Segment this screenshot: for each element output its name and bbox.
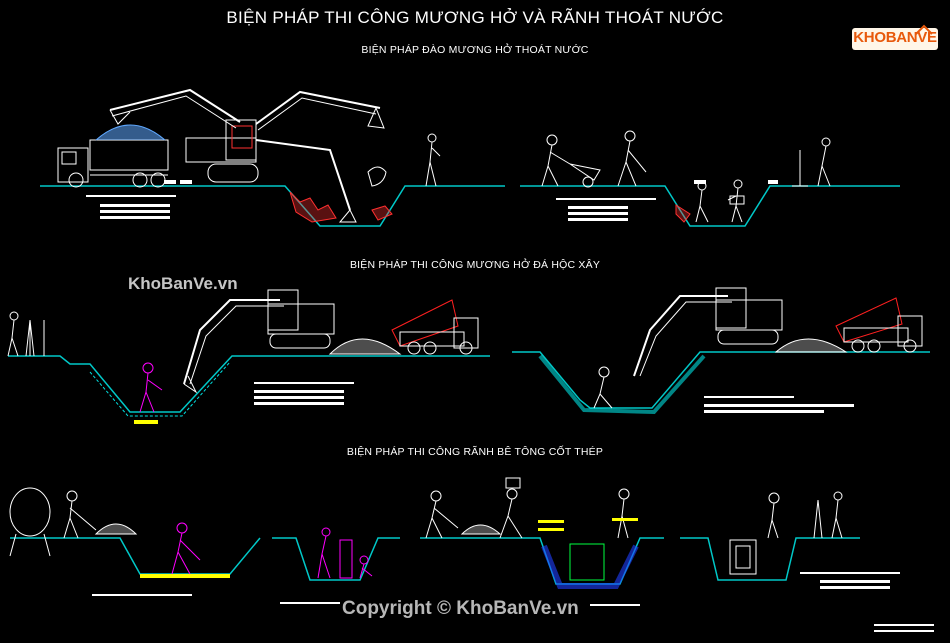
watermark-copyright: Copyright © KhoBanVe.vn bbox=[342, 598, 579, 619]
panel-excavation-right bbox=[520, 130, 900, 227]
concrete-fill bbox=[541, 544, 639, 589]
worker-shovel bbox=[425, 490, 459, 539]
worker-formwork bbox=[317, 527, 373, 579]
worker-compactor bbox=[767, 492, 780, 539]
note-block bbox=[800, 572, 934, 632]
note-block bbox=[556, 180, 778, 221]
stone-pile bbox=[774, 338, 848, 353]
ground-line bbox=[272, 537, 400, 581]
khobanve-logo: KHOBANVE bbox=[850, 24, 940, 52]
leveling-instrument bbox=[792, 137, 831, 187]
logo-house-icon bbox=[852, 24, 938, 50]
section-title-reinforced-concrete: BIỆN PHÁP THI CÔNG RÃNH BÊ TÔNG CỐT THÉP bbox=[346, 446, 604, 458]
note-block bbox=[134, 382, 354, 424]
aggregate-pile bbox=[94, 523, 138, 535]
worker-wheelbarrow bbox=[541, 134, 601, 188]
leveling-instrument bbox=[813, 491, 843, 539]
panel-concrete-4 bbox=[680, 491, 934, 632]
surveyor-figure bbox=[7, 311, 45, 357]
stone-lining bbox=[89, 361, 231, 417]
section-title-excavation: BIỆN PHÁP ĐÀO MƯƠNG HỞ THOÁT NƯỚC bbox=[361, 44, 589, 56]
gravel-load bbox=[95, 124, 166, 141]
panel-rubble-left bbox=[7, 289, 490, 424]
watermark-site: KhoBanVe.vn bbox=[128, 274, 238, 293]
finished-channel bbox=[729, 539, 757, 575]
worker-shovel bbox=[617, 130, 647, 187]
note-block bbox=[86, 180, 192, 219]
note-block bbox=[704, 396, 854, 413]
masonry-worker bbox=[593, 366, 613, 409]
masonry-worker bbox=[139, 362, 163, 413]
ground-line bbox=[680, 537, 860, 581]
panel-concrete-2 bbox=[272, 527, 400, 604]
note-block bbox=[280, 602, 340, 604]
excavated-soil bbox=[289, 191, 393, 223]
logo-text: KHOBANVE bbox=[853, 29, 937, 46]
note-block bbox=[590, 604, 640, 606]
dump-truck bbox=[835, 297, 923, 353]
ground-line bbox=[10, 537, 261, 575]
level-marks bbox=[538, 518, 638, 531]
dump-truck bbox=[57, 124, 169, 188]
channel-opening bbox=[735, 545, 751, 569]
surveyor-figure bbox=[425, 133, 441, 187]
stone-lining bbox=[538, 354, 706, 415]
section-title-rubble-masonry: BIỆN PHÁP THI CÔNG MƯƠNG HỞ ĐÁ HỘC XÂY bbox=[349, 259, 601, 271]
excavated-soil bbox=[675, 204, 691, 223]
stone-pile bbox=[328, 338, 402, 355]
base-layer bbox=[140, 574, 230, 578]
panel-concrete-3 bbox=[420, 477, 664, 606]
workers-in-trench bbox=[695, 179, 745, 223]
main-title: BIỆN PHÁP THI CÔNG MƯƠNG HỞ VÀ RÃNH THOÁ… bbox=[226, 8, 724, 27]
ground-line bbox=[512, 351, 930, 409]
panel-excavation-left bbox=[40, 88, 505, 227]
worker-carrying bbox=[499, 477, 523, 539]
worker-shovel bbox=[63, 490, 97, 539]
concrete-mixer bbox=[9, 487, 51, 557]
bucket-icon bbox=[367, 166, 387, 187]
rebar-cage bbox=[569, 543, 605, 581]
aggregate-pile bbox=[460, 524, 502, 535]
excavator bbox=[109, 88, 385, 223]
ground-line bbox=[520, 185, 900, 227]
panel-concrete-1 bbox=[9, 487, 261, 596]
note-block bbox=[92, 594, 192, 596]
ground-line bbox=[8, 355, 490, 413]
ground-line bbox=[40, 185, 505, 227]
compacting-worker bbox=[171, 522, 201, 575]
excavator bbox=[633, 287, 783, 377]
worker-vibrator bbox=[617, 488, 630, 539]
excavator bbox=[183, 289, 335, 394]
dump-truck bbox=[391, 299, 479, 355]
panel-rubble-right bbox=[512, 287, 930, 415]
